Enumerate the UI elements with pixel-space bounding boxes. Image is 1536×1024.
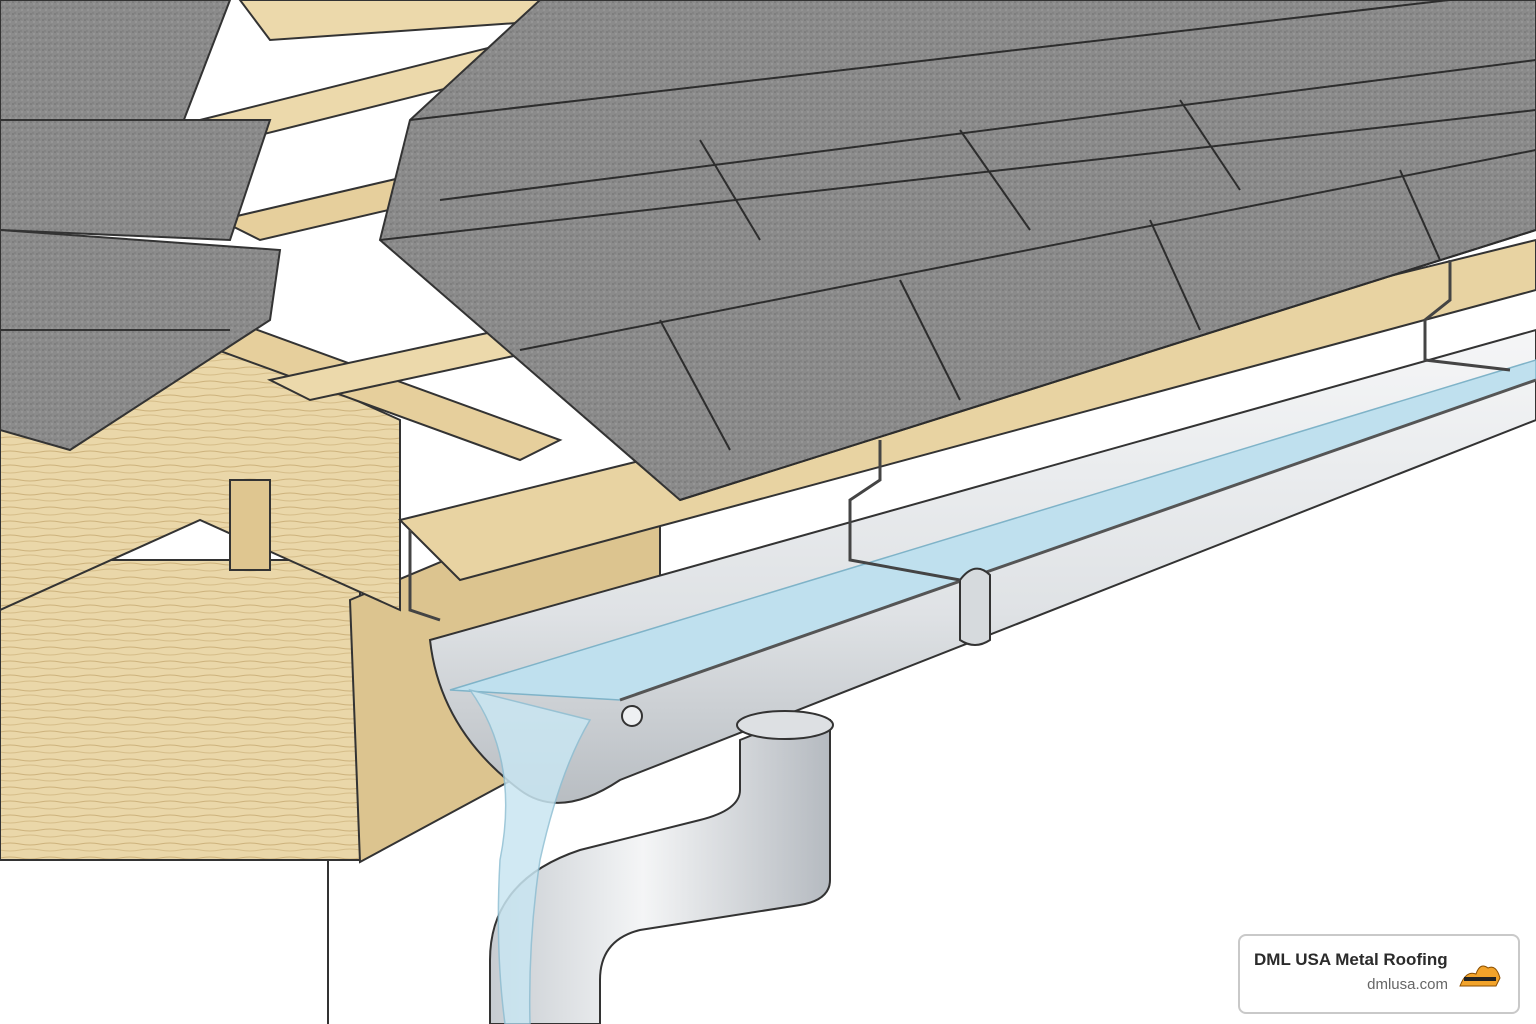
water-stream bbox=[468, 688, 592, 1024]
brand-watermark: DML USA Metal Roofing dmlusa.com bbox=[1238, 934, 1520, 1014]
gutter-hangers bbox=[408, 260, 1511, 622]
flame-logo-icon bbox=[1459, 965, 1501, 987]
rafter-framing bbox=[0, 0, 683, 612]
gutter-channel bbox=[428, 328, 1536, 804]
brand-url: dmlusa.com bbox=[1367, 976, 1448, 993]
downspout bbox=[489, 710, 834, 1024]
brand-name: DML USA Metal Roofing bbox=[1254, 950, 1448, 969]
roof-shingles bbox=[0, 0, 1536, 502]
